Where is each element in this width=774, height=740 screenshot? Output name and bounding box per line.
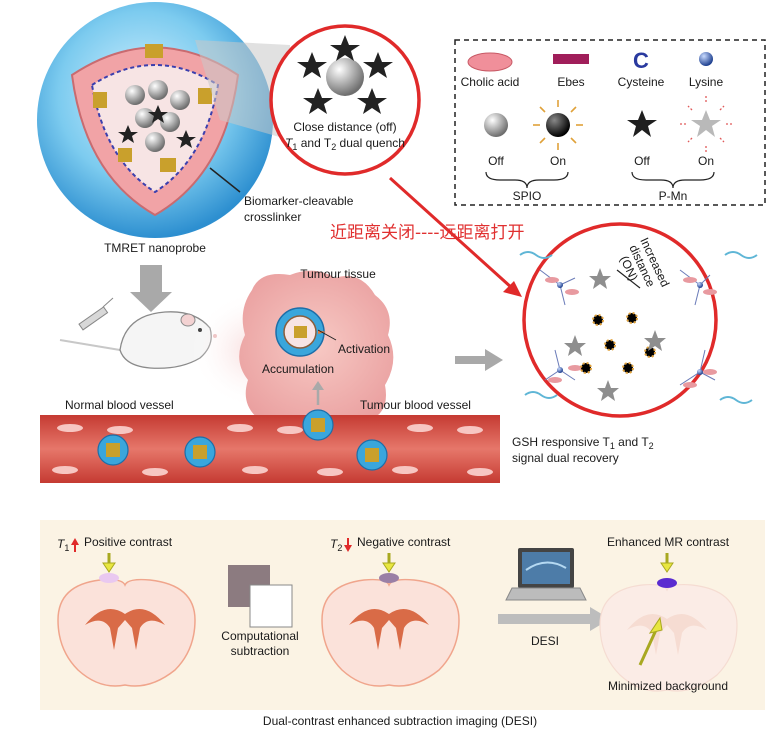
t1-symbol: T1 [57, 537, 69, 553]
legend-off-2: Off [634, 154, 650, 168]
desi-label: DESI [531, 634, 559, 648]
recovery-line-2: signal dual recovery [512, 451, 619, 465]
computational-2: subtraction [231, 644, 290, 658]
red-arrow [388, 176, 522, 297]
legend-cysteine: Cysteine [618, 75, 665, 89]
crosslinker-label-1: Biomarker-cleavable [244, 194, 354, 208]
accumulation-label: Accumulation [262, 362, 334, 376]
brain-t2 [321, 573, 460, 687]
pmn-on-icon [680, 96, 732, 152]
legend-spio: SPIO [513, 189, 542, 203]
yellow-arrow-2 [382, 553, 396, 573]
legend-cholic-acid: Cholic acid [461, 75, 520, 89]
legend-on-1: On [550, 154, 566, 168]
legend-pmn: P-Mn [659, 189, 688, 203]
yellow-arrow-3 [660, 553, 674, 573]
positive-contrast: Positive contrast [84, 535, 173, 549]
crosslinker-label-2: crosslinker [244, 210, 301, 224]
yellow-arrow-4 [638, 616, 663, 666]
legend-box: C Cholic acid Ebes Cysteine Lysine [454, 39, 766, 206]
activation-label: Activation [338, 342, 390, 356]
t2-down-arrow [344, 545, 352, 552]
computational-1: Computational [221, 629, 298, 643]
vessel-probes [97, 409, 388, 471]
nanoprobe-label: TMRET nanoprobe [104, 241, 206, 255]
quench-line-2: T1 and T2 dual quench [285, 136, 405, 152]
tumour-tissue-label: Tumour tissue [300, 267, 376, 281]
zoom-cone [195, 40, 290, 140]
legend-ebes: Ebes [557, 75, 584, 89]
cholic-acid-icon [467, 52, 513, 72]
legend-off-1: Off [488, 154, 504, 168]
pmn-brace [631, 171, 715, 189]
annotation-cn: 近距离关闭----远距离打开 [330, 223, 525, 243]
desi-caption: Dual-contrast enhanced subtraction imagi… [263, 714, 537, 728]
yellow-arrow-1 [102, 553, 116, 573]
subtraction-icon [228, 565, 293, 628]
ebes-icon [553, 54, 589, 64]
recovery-line-1: GSH responsive T1 and T2 [512, 435, 654, 451]
spio-on-icon [533, 100, 583, 150]
laptop-icon [505, 548, 587, 601]
legend-lysine: Lysine [689, 75, 724, 89]
spio-off-icon [484, 113, 508, 137]
negative-contrast: Negative contrast [357, 535, 451, 549]
cysteine-icon: C [633, 48, 649, 73]
recovery-circle: Increased distance (ON) [519, 222, 758, 418]
down-arrow [130, 265, 172, 312]
minimized-label: Minimized background [608, 679, 728, 693]
quench-line-1: Close distance (off) [293, 120, 396, 134]
spio-brace [485, 171, 569, 189]
enhanced-label: Enhanced MR contrast [607, 535, 730, 549]
activation-pointer [317, 329, 337, 341]
crosslinker-pointer [209, 167, 241, 193]
activated-probe [275, 307, 326, 357]
tumour-vessel-label: Tumour blood vessel [360, 398, 471, 412]
legend-on-2: On [698, 154, 714, 168]
quench-zoom-circle: Close distance (off) T1 and T2 dual quen… [269, 24, 421, 176]
t1-up-arrow [71, 538, 79, 545]
t2-symbol: T2 [330, 537, 342, 553]
up-arrowhead [312, 381, 324, 390]
brain-t1 [57, 573, 196, 687]
grey-arrow-right [455, 349, 503, 371]
brain-enhanced [599, 578, 738, 692]
lysine-icon [699, 52, 713, 66]
normal-vessel-label: Normal blood vessel [65, 398, 174, 412]
pmn-off-icon [627, 110, 657, 137]
